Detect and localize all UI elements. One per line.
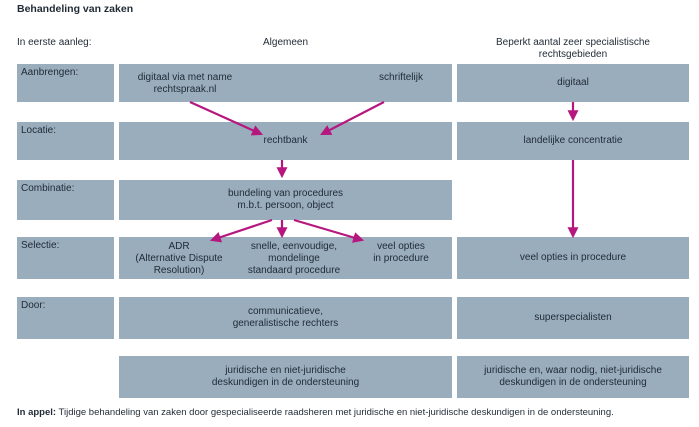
text-aanbrengen-written: schriftelijk — [379, 72, 423, 83]
footer-appeal: In appel: Tijdige behandeling van zaken … — [17, 407, 614, 418]
row-label-locatie: Locatie: — [17, 122, 114, 160]
footer-appeal-text: Tijdige behandeling van zaken door gespe… — [56, 407, 614, 418]
header-specialist-line1: Beperkt aantal zeer specialistische — [496, 37, 650, 48]
text-support-specialist-line1: juridische en, waar nodig, niet-juridisc… — [484, 365, 662, 376]
text-aanbrengen-digital: digitaal via met name rechtspraak.nl — [127, 72, 243, 96]
arrow-combinatie-to-options — [293, 218, 365, 243]
row-label-aanbrengen: Aanbrengen: — [17, 64, 114, 102]
box-aanbrengen-specialist: digitaal — [457, 64, 689, 102]
box-locatie-general: rechtbank — [119, 122, 452, 160]
text-aanbrengen-digital-line1: digitaal via met name — [137, 72, 233, 83]
text-selectie-adr-line3: Resolution) — [153, 265, 205, 276]
text-selectie-fast-line3: standaard procedure — [247, 265, 341, 276]
box-aanbrengen-general — [119, 64, 452, 102]
box-combinatie-general: bundeling van procedures m.b.t. persoon,… — [119, 180, 452, 220]
arrow-written-to-rechtbank — [320, 101, 385, 136]
box-door-general: communicatieve, generalistische rechters — [119, 297, 452, 339]
header-general: Algemeen — [262, 37, 309, 48]
header-first-instance: In eerste aanleg: — [17, 37, 92, 48]
text-selectie-adr-line1: ADR — [168, 241, 190, 252]
text-selectie-fast: snelle, eenvoudige, mondelinge standaard… — [234, 241, 354, 277]
box-support-specialist: juridische en, waar nodig, niet-juridisc… — [457, 356, 689, 398]
text-aanbrengen-digital-line2: rechtspraak.nl — [153, 84, 217, 95]
row-label-door: Door: — [17, 297, 114, 339]
text-door-general-line1: communicatieve, — [247, 306, 323, 317]
row-label-combinatie: Combinatie: — [17, 180, 114, 220]
row-label-selectie: Selectie: — [17, 237, 114, 279]
box-locatie-specialist: landelijke concentratie — [457, 122, 689, 160]
text-door-general-line2: generalistische rechters — [232, 318, 339, 329]
diagram-title: Behandeling van zaken — [17, 3, 134, 15]
header-specialist: Beperkt aantal zeer specialistische rech… — [457, 37, 689, 61]
header-specialist-line2: rechtsgebieden — [538, 49, 608, 60]
text-selectie-adr-line2: (Alternative Dispute — [135, 253, 223, 264]
text-selectie-options-line1: veel opties — [377, 241, 425, 252]
text-selectie-options: veel opties in procedure — [358, 241, 444, 265]
footer-appeal-label: In appel: — [17, 407, 57, 418]
box-selectie-general — [119, 237, 452, 279]
text-selectie-fast-line2: mondelinge — [268, 253, 320, 264]
text-combinatie-line1: bundeling van procedures — [227, 188, 344, 199]
text-support-specialist-line2: deskundigen in de ondersteuning — [499, 377, 647, 388]
box-support-general: juridische en niet-juridische deskundige… — [119, 356, 452, 398]
text-selectie-options-line2: in procedure — [373, 253, 429, 264]
text-selectie-fast-line1: snelle, eenvoudige, — [250, 241, 338, 252]
arrow-combinatie-to-adr — [209, 218, 273, 243]
text-selectie-adr: ADR (Alternative Dispute Resolution) — [125, 241, 233, 277]
text-support-general-line2: deskundigen in de ondersteuning — [211, 377, 360, 388]
box-selectie-specialist: veel opties in procedure — [457, 237, 689, 279]
box-door-specialist: superspecialisten — [457, 297, 689, 339]
text-support-general-line1: juridische en niet-juridische — [225, 365, 346, 376]
text-combinatie-line2: m.b.t. persoon, object — [237, 200, 334, 211]
arrow-digital-to-rechtbank — [189, 100, 264, 136]
